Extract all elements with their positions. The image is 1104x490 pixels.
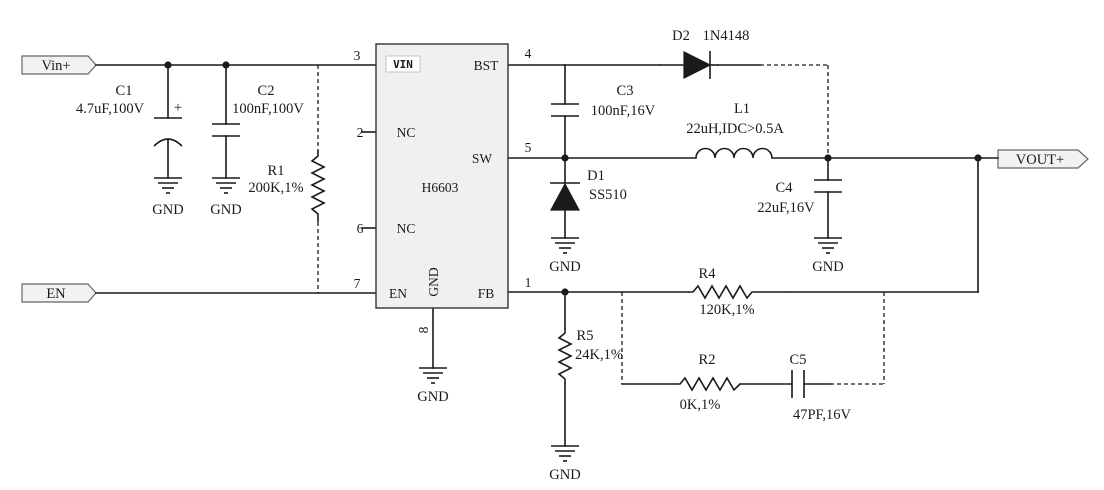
d1-ref: D1	[587, 168, 605, 184]
junction-dot	[561, 288, 569, 296]
r5-value: 24K,1%	[575, 347, 623, 363]
ic-pin-sw-label: SW	[472, 151, 493, 166]
c2-value: 100nF,100V	[232, 101, 304, 117]
en-port: EN	[21, 283, 97, 303]
ground-label: GND	[549, 467, 580, 483]
r4-value: 120K,1%	[699, 302, 754, 318]
c5-ref: C5	[790, 352, 807, 368]
en-port-label: EN	[46, 286, 66, 302]
r2-resistor: R2 0K,1%	[676, 352, 741, 413]
ic-pin-gnd-label: GND	[426, 267, 441, 296]
pin-number: 6	[357, 221, 364, 236]
ground-c1: GND	[152, 177, 184, 218]
c4-value: 22uF,16V	[757, 200, 815, 216]
vout-port: VOUT+	[997, 149, 1089, 169]
c4-capacitor: C4 22uF,16V	[757, 179, 842, 216]
pin-number: 1	[525, 275, 532, 290]
ground-label: GND	[152, 202, 183, 218]
r4-resistor: R4 120K,1%	[688, 266, 790, 318]
ground-r5: GND	[549, 445, 581, 483]
c3-capacitor: C3 100nF,16V	[551, 83, 656, 119]
c5-capacitor: C5 47PF,16V	[790, 352, 852, 423]
pin-numbers: 3 2 6 7 8 4 5 1	[354, 46, 532, 333]
wires	[95, 64, 999, 447]
ground-label: GND	[549, 259, 580, 275]
c5-value: 47PF,16V	[793, 407, 852, 423]
r1-value: 200K,1%	[248, 180, 303, 196]
d1-value: SS510	[589, 187, 627, 203]
junction-dot	[561, 154, 569, 162]
ground-label: GND	[417, 389, 448, 405]
pin-number: 5	[525, 140, 532, 155]
c4-ref: C4	[776, 180, 794, 196]
d1-diode: D1 SS510	[549, 168, 627, 211]
pin-number: 2	[357, 125, 364, 140]
pin-number: 4	[525, 46, 532, 61]
ic-name: H6603	[422, 180, 459, 195]
r5-resistor: R5 24K,1%	[557, 328, 623, 384]
ic-h6603: VIN BST NC SW H6603 NC EN FB GND	[375, 43, 509, 309]
ic-pin-vin-label: VIN	[393, 58, 413, 71]
c1-capacitor: + C1 4.7uF,100V	[76, 83, 183, 147]
c2-capacitor: C2 100nF,100V	[212, 83, 304, 137]
r1-resistor: R1 200K,1%	[248, 150, 326, 222]
c1-value: 4.7uF,100V	[76, 101, 145, 117]
junction-dot	[974, 154, 982, 162]
junction-dot	[164, 61, 172, 69]
d2-ref: D2	[672, 28, 690, 44]
junction-dot	[222, 61, 230, 69]
c3-value: 100nF,16V	[591, 103, 656, 119]
r1-ref: R1	[268, 163, 285, 179]
pin-number: 3	[354, 48, 361, 63]
junctions	[164, 61, 982, 296]
vin-port-label: Vin+	[41, 58, 70, 74]
ic-pin-bst-label: BST	[474, 58, 500, 73]
r2-value: 0K,1%	[680, 397, 721, 413]
pin-number: 8	[416, 326, 431, 333]
c2-ref: C2	[258, 83, 275, 99]
d2-diode: D2 1N4148	[659, 28, 750, 79]
r5-ref: R5	[577, 328, 594, 344]
ground-c4: GND	[812, 237, 844, 275]
ground-c2: GND	[210, 177, 242, 218]
ic-pin-nc1-label: NC	[397, 125, 416, 140]
l1-value: 22uH,IDC>0.5A	[686, 121, 784, 137]
ground-label: GND	[210, 202, 241, 218]
ic-pin-nc2-label: NC	[397, 221, 416, 236]
ic-pin-fb-label: FB	[478, 286, 495, 301]
ground-ic: GND	[417, 367, 449, 405]
l1-ref: L1	[734, 101, 750, 117]
vin-port: Vin+	[21, 55, 97, 75]
ground-d1: GND	[549, 237, 581, 275]
d2-value: 1N4148	[703, 28, 750, 44]
r2-ref: R2	[699, 352, 716, 368]
ground-label: GND	[812, 259, 843, 275]
l1-inductor: L1 22uH,IDC>0.5A	[686, 101, 784, 159]
optional-wires	[317, 64, 885, 385]
vout-port-label: VOUT+	[1016, 152, 1064, 168]
c1-ref: C1	[116, 83, 133, 99]
r4-ref: R4	[699, 266, 717, 282]
pin-number: 7	[354, 276, 361, 291]
junction-dot	[824, 154, 832, 162]
ic-pin-en-label: EN	[389, 286, 407, 301]
c3-ref: C3	[617, 83, 634, 99]
c1-polarity-mark: +	[174, 100, 182, 116]
